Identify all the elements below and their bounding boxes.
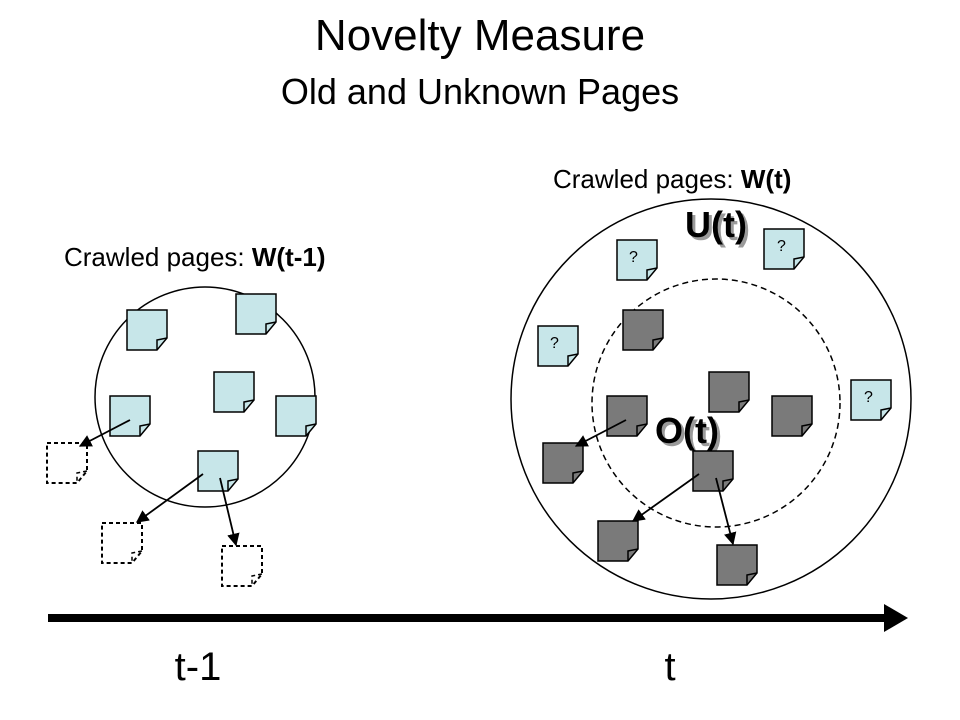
old-page: [716, 544, 758, 586]
unknown-marker: ?: [629, 249, 638, 266]
left-caption-prefix: Crawled pages:: [64, 242, 252, 272]
arrow: [135, 473, 204, 523]
svg-text:Crawled pages: W(t): Crawled pages: W(t): [553, 164, 791, 194]
deletion-arrows-prev: [78, 419, 240, 547]
unknown-page: ?: [763, 228, 805, 270]
old-label-shadow: O(t): [658, 413, 722, 454]
arrow: [574, 419, 627, 447]
deleted-page: [46, 442, 88, 484]
crawled-page: [109, 395, 151, 437]
left-caption: Crawled pages: W(t-1): [64, 242, 326, 272]
timeline-label-now: t: [664, 645, 675, 689]
crawled-page: [213, 371, 255, 413]
old-page: [692, 450, 734, 492]
old-set-circle: [591, 278, 841, 528]
slide-subtitle: Old and Unknown Pages: [280, 71, 680, 112]
old-page: [597, 520, 639, 562]
timeline-arrowhead: [884, 604, 908, 632]
slide-title: Novelty Measure: [314, 11, 646, 60]
unknown-label-shadow: U(t): [688, 207, 750, 248]
old-page: [542, 442, 584, 484]
right-caption-prefix: Crawled pages:: [553, 164, 741, 194]
unknown-marker: ?: [864, 389, 873, 406]
svg-text:Crawled pages: W(t-1): Crawled pages: W(t-1): [64, 242, 326, 272]
crawled-page: [197, 450, 239, 492]
unknown-page: ?: [537, 325, 579, 367]
unknown-label: U(t): [685, 204, 747, 245]
unknown-page: ?: [616, 239, 658, 281]
timeline-label-prev: t-1: [175, 645, 222, 689]
unknown-page: ?: [850, 379, 892, 421]
arrow: [219, 477, 240, 547]
timeline: t-1 t: [48, 604, 908, 689]
unknown-marker: ?: [550, 335, 559, 352]
deleted-page: [101, 522, 143, 564]
right-caption: Crawled pages: W(t): [553, 164, 791, 194]
arrow: [631, 473, 700, 522]
crawled-page: [235, 293, 277, 335]
arrow: [78, 419, 131, 447]
right-caption-set: W(t): [741, 164, 792, 194]
old-page: [708, 371, 750, 413]
old-label: O(t): [655, 410, 719, 451]
crawled-page: [126, 309, 168, 351]
deleted-page: [221, 545, 263, 587]
unknown-pages: ? ? ? ?: [537, 228, 892, 421]
old-page: [771, 395, 813, 437]
crawled-page: [275, 395, 317, 437]
old-page: [606, 395, 648, 437]
arrow: [715, 477, 737, 546]
old-page: [622, 309, 664, 351]
crawled-pages-prev: [109, 293, 317, 492]
crawled-set-circle-now: [510, 198, 912, 600]
unknown-marker: ?: [777, 238, 786, 255]
deletion-arrows-now: [574, 419, 737, 546]
left-caption-set: W(t-1): [252, 242, 326, 272]
